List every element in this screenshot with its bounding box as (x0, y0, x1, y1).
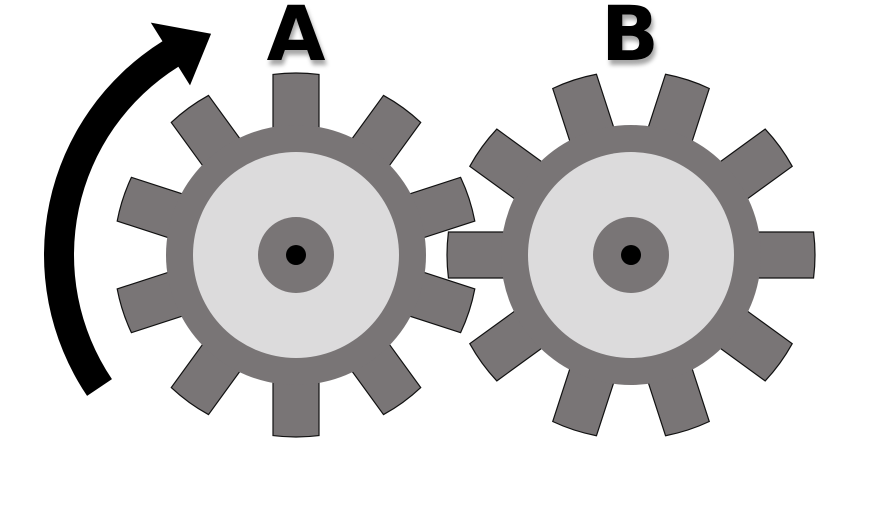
gear-tooth (272, 374, 320, 438)
gear-tooth (446, 231, 512, 279)
axle-hole (621, 245, 641, 265)
gear-b-label: B (601, 0, 659, 78)
rotation-arrow-icon (43, 22, 212, 396)
gear-b (446, 73, 816, 437)
gear-a-label: A (266, 0, 326, 78)
axle-hole (286, 245, 306, 265)
gear-tooth (750, 231, 816, 279)
gear-tooth (272, 72, 320, 136)
gear-a (116, 72, 476, 438)
